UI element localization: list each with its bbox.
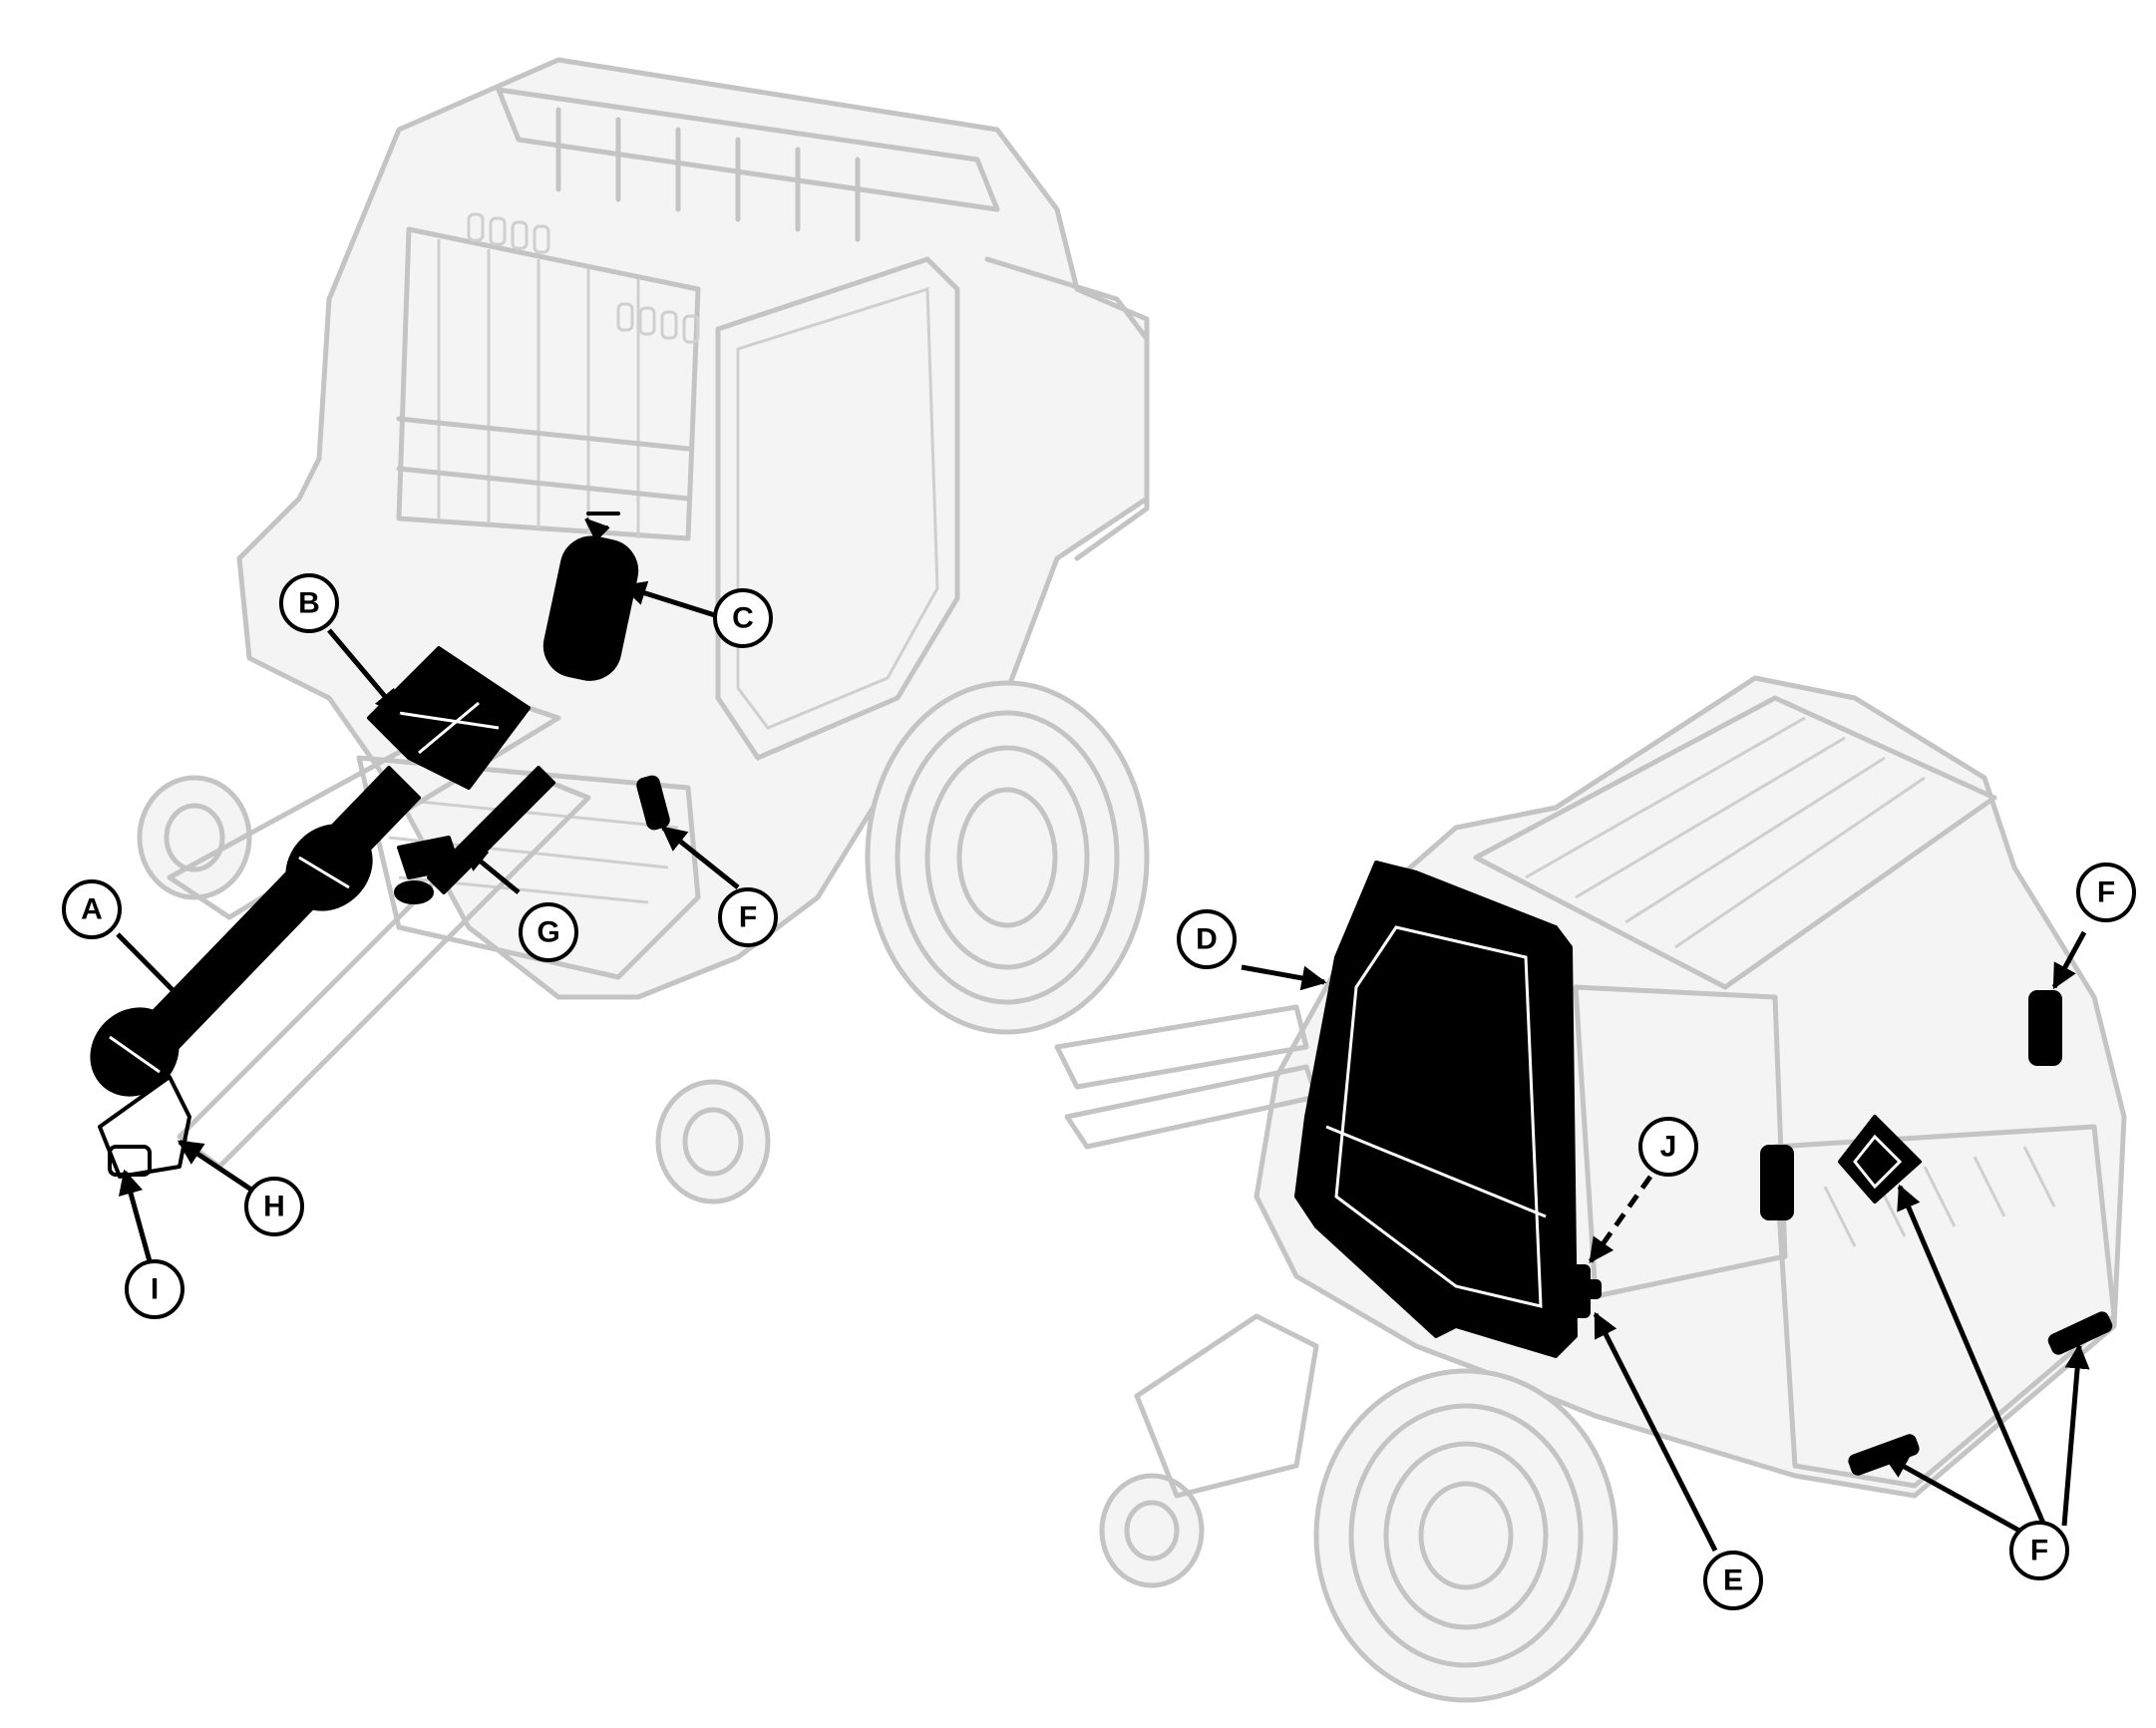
callout-f-left-label: F <box>739 901 757 934</box>
callout-g-label: G <box>537 916 559 949</box>
right-baler-parts <box>1294 861 2113 1476</box>
callout-d-label: D <box>1196 923 1218 956</box>
callout-j-label: J <box>1660 1131 1677 1164</box>
callout-d: D <box>1177 909 1237 969</box>
reflector-left-part-f <box>636 775 670 831</box>
left-baler-view <box>137 57 1150 1205</box>
callout-j: J <box>1638 1117 1698 1177</box>
callout-b-label: B <box>298 587 320 620</box>
smv-emblem-part-f <box>1838 1115 1922 1204</box>
callout-e-label: E <box>1723 1564 1743 1597</box>
reflector-upper-right-part-f <box>2028 990 2062 1066</box>
callout-a-label: A <box>81 893 103 926</box>
side-shield-part-d <box>1294 861 1578 1358</box>
callout-h: H <box>244 1177 304 1236</box>
callout-f-upper-right: F <box>2076 863 2136 922</box>
left-baler-tire <box>865 680 1150 1035</box>
reflector-rear-right-part-f <box>2047 1311 2113 1355</box>
callout-f-lower-right: F <box>2009 1521 2069 1580</box>
right-baler-tire <box>1313 1368 1618 1703</box>
callout-g: G <box>519 902 578 962</box>
callout-f-lower-right-label: F <box>2030 1535 2048 1567</box>
leader-lines <box>116 580 2090 1553</box>
callout-i: I <box>125 1259 184 1319</box>
callout-f-upper-right-label: F <box>2097 876 2115 909</box>
callout-a: A <box>62 879 122 939</box>
reflector-mid-part-f <box>1760 1145 1794 1220</box>
callout-f-left: F <box>718 887 778 947</box>
callout-i-label: I <box>151 1273 159 1306</box>
callout-c: C <box>713 588 773 648</box>
fire-extinguisher-part-c <box>542 512 639 681</box>
jack-stand-part-g <box>394 766 555 904</box>
callout-c-label: C <box>732 602 754 635</box>
callout-e: E <box>1703 1551 1763 1610</box>
latch-part-e <box>1569 1264 1602 1318</box>
manual-canister-part-b <box>367 646 531 790</box>
callout-b: B <box>279 573 339 633</box>
right-baler-view <box>1054 675 2127 1703</box>
callout-h-label: H <box>263 1191 285 1223</box>
